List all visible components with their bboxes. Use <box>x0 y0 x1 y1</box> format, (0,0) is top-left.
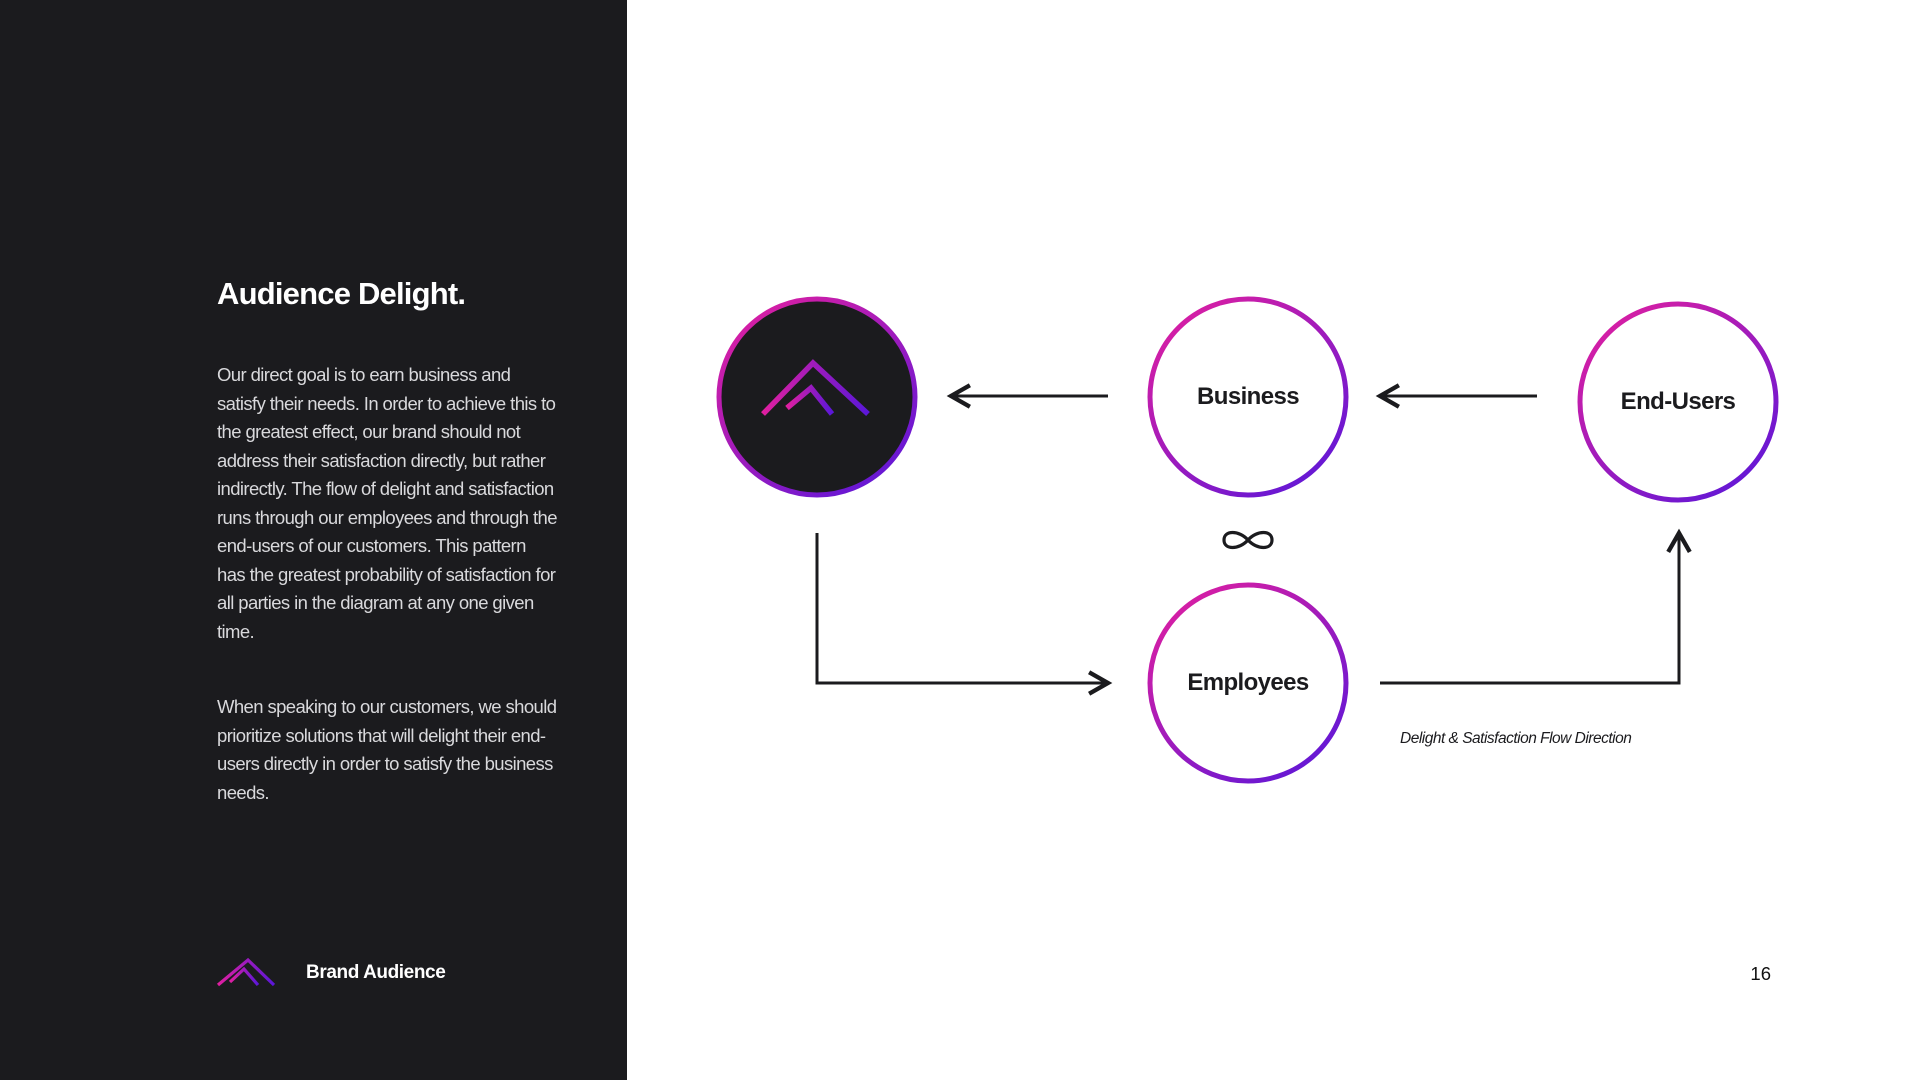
left-panel: Audience Delight. Our direct goal is to … <box>0 0 627 1080</box>
diagram-canvas <box>716 296 1779 784</box>
guidance-paragraph: When speaking to our customers, we shoul… <box>217 696 557 803</box>
end-users-label: End-Users <box>1620 388 1736 415</box>
diagram-caption: Delight & Satisfaction Flow Direction <box>1400 730 1632 747</box>
brand-logo-icon <box>216 957 276 987</box>
page-number: 16 <box>1750 963 1771 984</box>
intro-paragraph: Our direct goal is to earn business and … <box>217 364 558 642</box>
brand-logo-icon <box>761 359 870 417</box>
business-label: Business <box>1197 383 1300 410</box>
employees-label: Employees <box>1187 669 1309 696</box>
employees-node <box>1147 582 1349 784</box>
business-node <box>1147 296 1349 498</box>
arrow-icon <box>815 533 1113 696</box>
flow-diagram: Business End-Users Employees <box>627 0 1920 1080</box>
footer-label: Brand Audience <box>306 962 446 983</box>
brand-node <box>716 296 918 498</box>
page-title: Audience Delight. <box>217 276 466 311</box>
arrow-icon <box>1380 528 1692 685</box>
end-users-node <box>1577 301 1779 503</box>
infinity-icon <box>1222 530 1274 550</box>
